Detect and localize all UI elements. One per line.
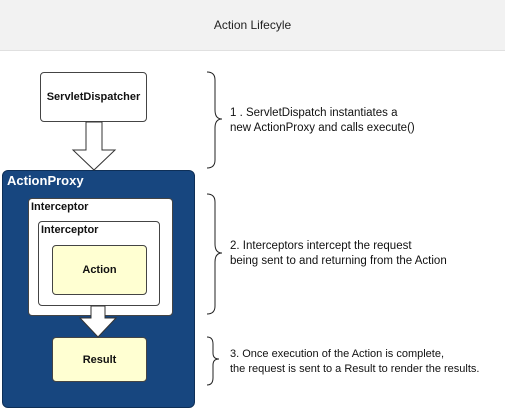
interceptor-inner-label: Interceptor: [41, 224, 99, 236]
header-bar: Action Lifecyle: [0, 0, 505, 51]
action-box: Action: [52, 245, 147, 295]
arrow-interceptor-to-result: [78, 305, 118, 338]
arrow-dispatcher-to-proxy: [71, 121, 117, 171]
servlet-dispatcher-label: ServletDispatcher: [46, 91, 141, 103]
page-title: Action Lifecyle: [213, 18, 292, 32]
action-label: Action: [82, 264, 117, 276]
annotation-step3: 3. Once execution of the Action is compl…: [230, 348, 480, 375]
action-proxy-label: ActionProxy: [7, 173, 84, 188]
servlet-dispatcher-box: ServletDispatcher: [40, 72, 147, 122]
annotation-step1: 1 . ServletDispatch instantiates a new A…: [230, 107, 415, 134]
result-box: Result: [52, 337, 147, 382]
annotation-step2: 2. Interceptors intercept the request be…: [230, 240, 447, 267]
interceptor-outer-label: Interceptor: [31, 201, 89, 213]
brace-step1: [206, 71, 223, 169]
result-label: Result: [82, 353, 117, 366]
brace-step2: [206, 193, 223, 315]
brace-step3: [206, 336, 220, 386]
